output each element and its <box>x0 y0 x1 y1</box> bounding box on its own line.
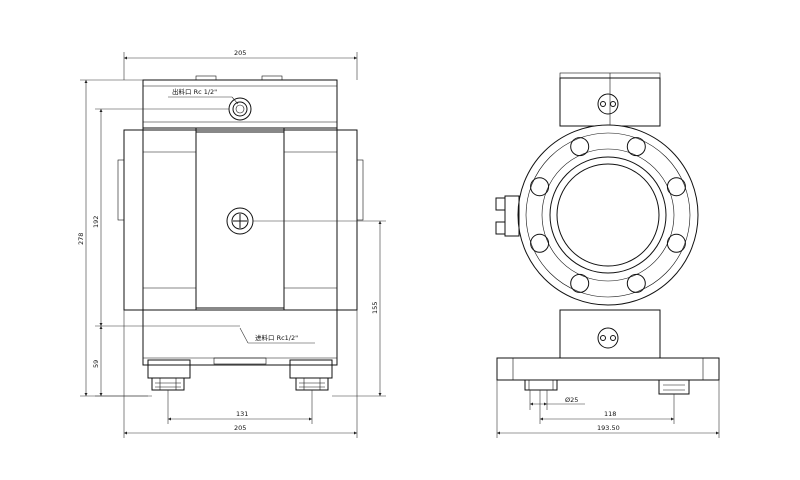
dim-upper-height: 192 <box>92 108 240 327</box>
dim-foot-spacing: 131 <box>167 390 313 424</box>
bolt-hole-icon <box>666 233 686 253</box>
side-air-fitting <box>495 195 520 237</box>
bolt-hole-icon <box>570 137 590 157</box>
dim-base-width-label: 193.50 <box>597 424 620 432</box>
side-right-foot <box>658 379 690 395</box>
flange <box>517 124 699 306</box>
dim-base-height: 59 <box>92 326 148 397</box>
dim-base-height-label: 59 <box>92 360 100 368</box>
dim-top-width-label: 205 <box>234 49 246 57</box>
front-view <box>117 75 364 391</box>
side-bottom-port-icon <box>597 327 619 349</box>
dim-total-height-label: 278 <box>77 233 85 245</box>
dim-top-width: 205 <box>123 49 358 80</box>
bolt-hole-icon <box>626 137 646 157</box>
dim-bottom-width: 205 <box>123 310 358 438</box>
dim-inlet-height-label: 155 <box>371 302 379 314</box>
inlet-callout: 进料口 Rc1/2" <box>239 327 315 344</box>
outlet-port <box>228 97 252 121</box>
left-chamber <box>142 127 197 311</box>
dim-bottom-width-label: 205 <box>234 424 246 432</box>
bottom-manifold <box>142 309 338 366</box>
dim-foot-spacing-label: 131 <box>236 410 248 418</box>
dim-total-height: 278 <box>77 79 152 397</box>
air-valve-icon <box>226 207 254 235</box>
dim-base-width: 193.50 <box>496 380 720 438</box>
dim-side-foot-spacing: 118 <box>539 390 675 424</box>
top-manifold <box>142 79 338 129</box>
side-bottom-block <box>559 309 661 359</box>
dim-upper-height-label: 192 <box>92 216 100 228</box>
flange-bolt-holes <box>530 137 686 293</box>
bolt-hole-icon <box>530 177 550 197</box>
outlet-label: 出料口 Rc 1/2" <box>172 87 217 96</box>
right-chamber <box>283 127 338 311</box>
center-block <box>195 131 285 309</box>
dim-hole-diameter-label: Ø25 <box>565 396 578 404</box>
bolt-hole-icon <box>570 273 590 293</box>
side-left-foot <box>524 379 558 391</box>
side-top-port-icon <box>597 93 619 115</box>
dim-inlet-height: 155 <box>253 220 386 397</box>
bolt-hole-icon <box>626 273 646 293</box>
inlet-label: 进料口 Rc1/2" <box>255 333 298 342</box>
bolt-hole-icon <box>530 233 550 253</box>
dim-side-foot-spacing-label: 118 <box>604 410 616 418</box>
side-view <box>495 72 720 395</box>
outlet-callout: 出料口 Rc 1/2" <box>168 87 239 105</box>
dim-hole-diameter: Ø25 <box>529 390 585 410</box>
bolt-hole-icon <box>666 177 686 197</box>
side-base-plate <box>496 357 720 381</box>
